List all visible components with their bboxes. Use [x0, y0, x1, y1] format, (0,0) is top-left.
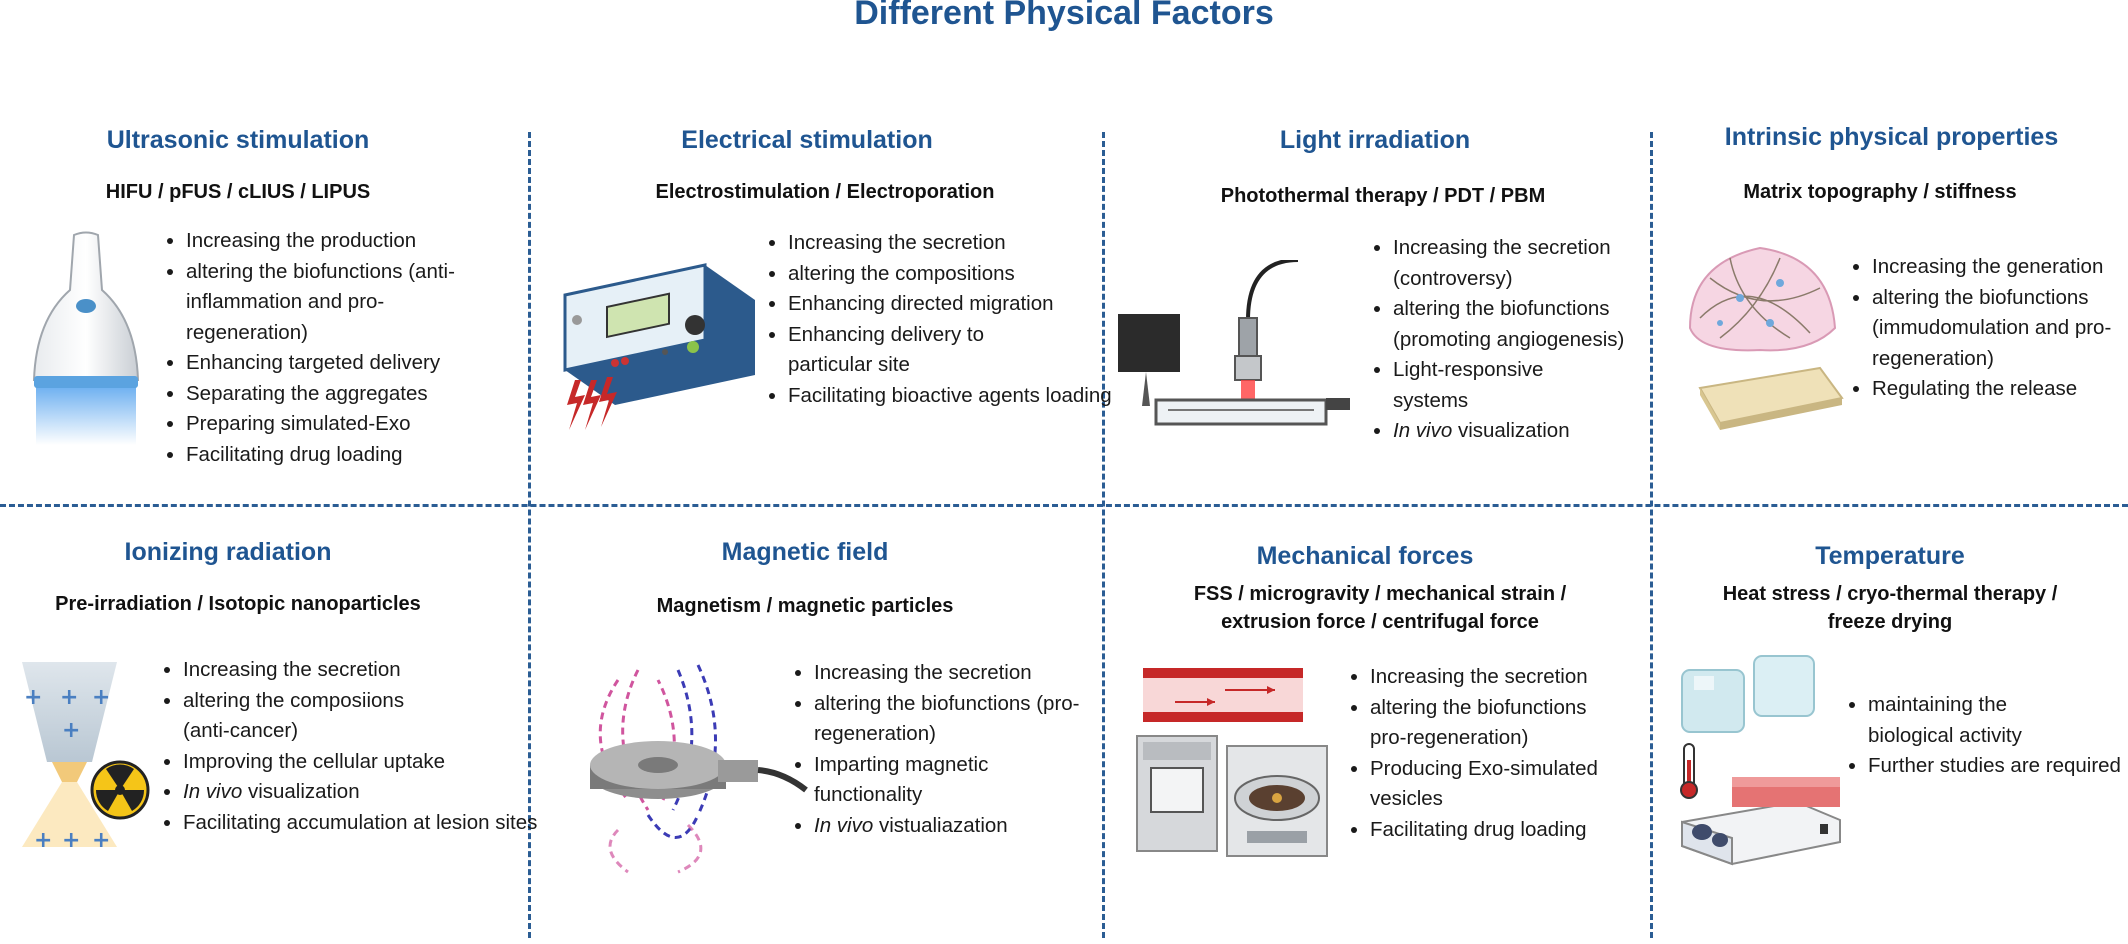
bullet-item: Facilitating drug loading	[186, 440, 506, 471]
italic-text: In vivo	[183, 780, 243, 803]
bullet-item: altering the composiions (anti-cancer)	[183, 686, 423, 747]
divider-vertical-2	[1102, 132, 1105, 938]
panel-subtitle: HIFU / pFUS / cLIUS / LIPUS	[105, 181, 371, 203]
bullet-item-italic: In vivo visualization	[1393, 416, 1693, 447]
bullet-item: altering the biofunctions (anti-inflamma…	[186, 257, 506, 349]
bullet-text: visualization	[1452, 419, 1570, 442]
bullet-text: visualization	[242, 780, 360, 803]
panel-title: Light irradiation	[1279, 126, 1471, 154]
main-title: Different Physical Factors	[854, 0, 1274, 32]
divider-horizontal	[0, 504, 2128, 507]
bullet-item: Light-responsive systems	[1393, 355, 1593, 416]
svg-text:+: +	[62, 718, 80, 743]
panel-title: Electrical stimulation	[681, 126, 933, 154]
panel-subtitle: Pre-irradiation / Isotopic nanoparticles	[55, 593, 421, 615]
bullet-item: maintaining the biological activity	[1868, 690, 2098, 751]
bullet-item: Enhancing targeted delivery	[186, 348, 506, 379]
panel-subtitle: Magnetism / magnetic particles	[656, 595, 954, 617]
bullet-list: Increasing the secretion altering the co…	[758, 228, 1118, 411]
centrifuge-icon	[1136, 668, 1328, 857]
bullet-item: Separating the aggregates	[186, 379, 506, 410]
bullet-list: Increasing the secretion altering the bi…	[784, 658, 1114, 841]
svg-text:+: +	[62, 828, 80, 852]
bullet-item: Further studies are required	[1868, 751, 2128, 782]
bullet-item: Facilitating drug loading	[1370, 815, 1670, 846]
bullet-item: Enhancing delivery to particular site	[788, 320, 1018, 381]
bullet-item: altering the biofunctions pro-regenerati…	[1370, 693, 1600, 754]
panel-title: Mechanical forces	[1256, 542, 1474, 570]
panel-subtitle: Heat stress / cryo-thermal therapy / fre…	[1722, 583, 2058, 633]
bullet-item: Imparting magnetic functionality	[814, 750, 1024, 811]
panel-subtitle: Matrix topography / stiffness	[1743, 181, 2017, 203]
bullet-item: Increasing the generation	[1872, 252, 2128, 283]
panel-title: Ionizing radiation	[124, 538, 332, 566]
bullet-item: Facilitating accumulation at lesion site…	[183, 808, 543, 839]
bullet-item: Preparing simulated-Exo	[186, 409, 506, 440]
bullet-item: Increasing the production	[186, 226, 506, 257]
svg-text:+: +	[60, 685, 78, 710]
radiation-beam-icon: + + + + + + +	[22, 662, 150, 852]
svg-text:+: +	[92, 828, 110, 852]
divider-vertical-1	[528, 132, 531, 938]
svg-text:+: +	[24, 685, 42, 710]
bullet-item: Producing Exo-simulated vesicles	[1370, 754, 1630, 815]
bullet-item: Increasing the secretion	[788, 228, 1118, 259]
panel-subtitle: FSS / microgravity / mechanical strain /…	[1193, 583, 1567, 633]
bullet-item: Regulating the release	[1872, 374, 2128, 405]
panel-title: Temperature	[1815, 542, 1965, 570]
ultrasound-probe-icon	[32, 231, 140, 445]
bullet-item-italic: In vivo visualization	[183, 777, 543, 808]
italic-text: In vivo	[1393, 419, 1453, 442]
bullet-list: Increasing the secretion (controversy) a…	[1363, 233, 1693, 447]
bullet-list: Increasing the secretion altering the bi…	[1340, 662, 1670, 845]
bullet-item: Increasing the secretion	[814, 658, 1114, 689]
bullet-item: Increasing the secretion (controversy)	[1393, 233, 1643, 294]
panel-title: Ultrasonic stimulation	[106, 126, 370, 154]
bullet-item: Enhancing directed migration	[788, 289, 1118, 320]
bullet-text: vistualiazation	[873, 813, 1008, 837]
svg-text:+: +	[92, 685, 110, 710]
laser-light-source-icon	[1118, 260, 1350, 426]
magnet-coil-icon	[590, 664, 808, 874]
divider-vertical-3	[1650, 132, 1653, 938]
bullet-item: Improving the cellular uptake	[183, 747, 543, 778]
panel-subtitle: Photothermal therapy / PDT / PBM	[1220, 185, 1546, 207]
bullet-list: Increasing the production altering the b…	[156, 226, 506, 470]
bullet-item: altering the compositions	[788, 259, 1118, 290]
bullet-item: altering the biofunctions (immudomulatio…	[1872, 283, 2128, 375]
bullet-item: Facilitating bioactive agents loading	[788, 381, 1118, 412]
svg-text:+: +	[34, 828, 52, 852]
bullet-list: Increasing the generation altering the b…	[1842, 252, 2128, 405]
bullet-list: Increasing the secretion altering the co…	[153, 655, 543, 838]
panel-title: Intrinsic physical properties	[1724, 123, 2059, 151]
bullet-item-italic: In vivo vistualiazation	[814, 811, 1114, 842]
hotplate-ice-icon	[1680, 655, 1841, 866]
bullet-list: maintaining the biological activity Furt…	[1838, 690, 2128, 782]
panel-subtitle: Electrostimulation / Electroporation	[655, 181, 995, 203]
matrix-scaffold-icon	[1688, 246, 1844, 430]
bullet-item: altering the biofunctions (promoting ang…	[1393, 294, 1663, 355]
italic-text: In vivo	[814, 813, 874, 837]
bullet-item: Increasing the secretion	[183, 655, 543, 686]
bullet-item: Increasing the secretion	[1370, 662, 1670, 693]
electrostimulator-device-icon	[563, 263, 755, 430]
panel-title: Magnetic field	[721, 538, 889, 566]
bullet-item: altering the biofunctions (pro-regenerat…	[814, 689, 1094, 750]
